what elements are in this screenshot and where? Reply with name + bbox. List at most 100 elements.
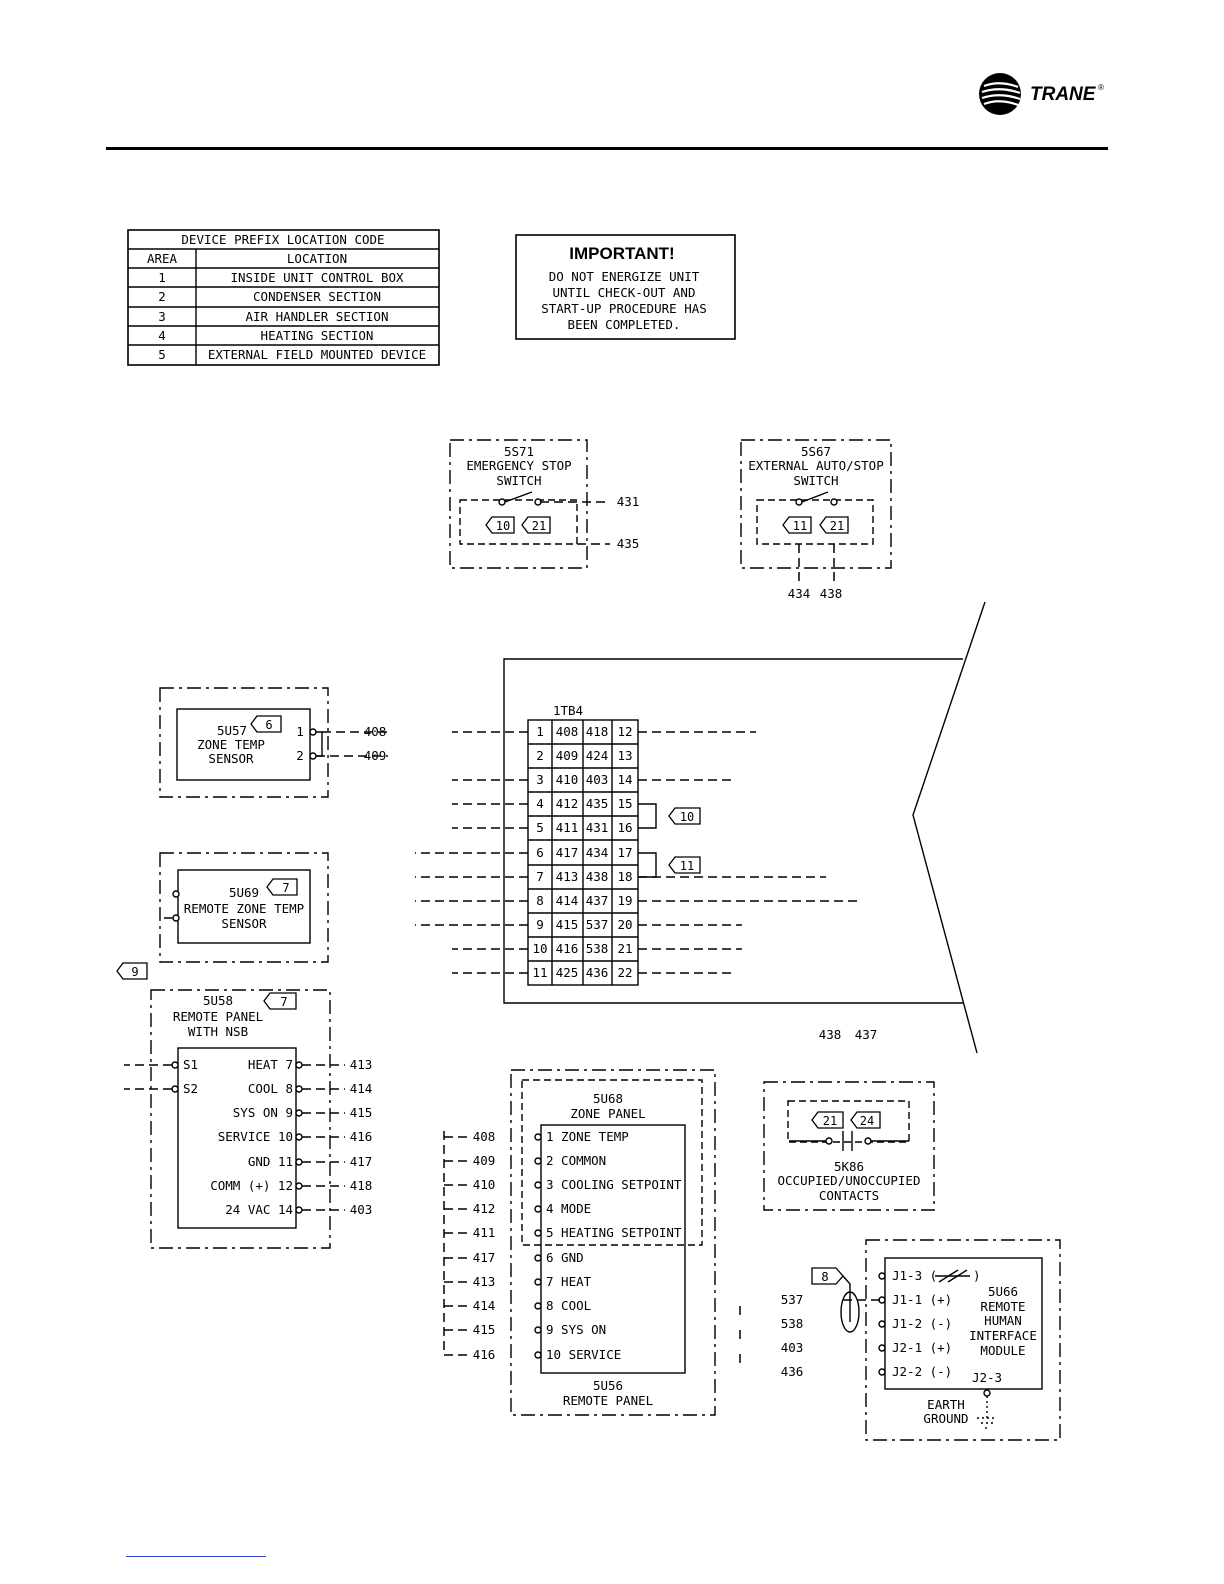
terminal-block-cell: 408 xyxy=(556,724,579,739)
terminal-block-cell: 437 xyxy=(586,893,609,908)
device-label: ZONE TEMP xyxy=(197,737,265,752)
terminal-block-title: 1TB4 xyxy=(553,703,583,718)
device-id: 5U57 xyxy=(217,723,247,738)
zone-temp-sensor-body xyxy=(176,708,311,781)
device-label: REMOTE PANEL xyxy=(173,1009,263,1024)
table-header-location: LOCATION xyxy=(287,251,347,266)
wire-number: 409 xyxy=(473,1153,496,1168)
occupied-contacts-outer xyxy=(763,1081,935,1211)
wire-number: 408 xyxy=(364,724,387,739)
important-line: DO NOT ENERGIZE UNIT xyxy=(549,269,700,284)
table-cell: INSIDE UNIT CONTROL BOX xyxy=(230,270,404,285)
emergency-stop-switch-box xyxy=(449,439,588,569)
terminal-label: J1-1 (+) xyxy=(892,1292,952,1307)
twisted-pair-shield-icon xyxy=(840,1275,860,1333)
table-title: DEVICE PREFIX LOCATION CODE xyxy=(181,232,384,247)
table-cell: AIR HANDLER SECTION xyxy=(246,309,389,324)
important-box xyxy=(515,234,736,340)
terminal-block-cell: 15 xyxy=(617,796,632,811)
terminal-block-cell: 431 xyxy=(586,820,609,835)
terminal-label: HEAT 7 xyxy=(248,1057,293,1072)
device-label: SENSOR xyxy=(221,916,267,931)
wire-number: 409 xyxy=(364,748,387,763)
footer-link-underline xyxy=(126,1556,266,1557)
wire-number: 413 xyxy=(350,1057,373,1072)
terminal-block-cell: 20 xyxy=(617,917,632,932)
terminal-block-cell: 417 xyxy=(556,845,579,860)
device-label: REMOTE PANEL xyxy=(563,1393,653,1408)
terminal-block-cell: 2 xyxy=(536,748,544,763)
device-id: 5K86 xyxy=(834,1159,864,1174)
terminal-label: 8 COOL xyxy=(546,1298,591,1313)
wire-number: 416 xyxy=(350,1129,373,1144)
wire-number: 403 xyxy=(781,1340,804,1355)
terminal-block-cell: 1 xyxy=(536,724,544,739)
device-label: MODULE xyxy=(980,1343,1025,1358)
table-cell: HEATING SECTION xyxy=(261,328,374,343)
flag-label: 8 xyxy=(821,1270,828,1284)
terminal-icon xyxy=(172,890,180,898)
terminal-label: 4 MODE xyxy=(546,1201,591,1216)
table-cell: 3 xyxy=(158,309,166,324)
flag-label: 11 xyxy=(793,519,807,533)
terminal-block-cell: 410 xyxy=(556,772,579,787)
wire-number: 537 xyxy=(781,1292,804,1307)
flag-tags xyxy=(116,516,881,1285)
terminal-label: S2 xyxy=(183,1081,198,1096)
wire-number: 538 xyxy=(781,1316,804,1331)
wire-number: 415 xyxy=(473,1322,496,1337)
contact-symbol-icon xyxy=(825,1131,872,1151)
wire-number: 438 xyxy=(819,1027,842,1042)
terminal-label: GND 11 xyxy=(248,1154,293,1169)
terminal-icon xyxy=(878,1272,991,1397)
human-interface-module-outer xyxy=(865,1239,1061,1441)
device-label: WITH NSB xyxy=(188,1024,248,1039)
device-label: EMERGENCY STOP xyxy=(466,458,571,473)
terminal-block-cell: 418 xyxy=(586,724,609,739)
jumper-17-18 xyxy=(638,852,657,878)
terminal-block-cell: 10 xyxy=(532,941,547,956)
terminal-block-cell: 18 xyxy=(617,869,632,884)
terminal-block-cell: 11 xyxy=(532,965,547,980)
terminal-block-cell: 436 xyxy=(586,965,609,980)
terminal-block-cell: 6 xyxy=(536,845,544,860)
wire-number: 417 xyxy=(473,1250,496,1265)
terminal-block-cell: 3 xyxy=(536,772,544,787)
device-id: 5U69 xyxy=(229,885,259,900)
terminal-block-cell: 415 xyxy=(556,917,579,932)
flag-label: 7 xyxy=(280,995,287,1009)
terminal-label: J2-3 xyxy=(972,1370,1002,1385)
zone-panel-inner xyxy=(521,1079,703,1246)
terminal-label: 1 xyxy=(296,724,304,739)
terminal-block-cell: 403 xyxy=(586,772,609,787)
flag-label: 10 xyxy=(680,810,694,824)
wire-number: 437 xyxy=(855,1027,878,1042)
flag-label: 9 xyxy=(131,965,138,979)
terminal-label: J1-3 ( xyxy=(892,1268,937,1283)
terminal-block-cell: 16 xyxy=(617,820,632,835)
emergency-stop-inner-box xyxy=(459,499,578,545)
terminal-label: J2-1 (+) xyxy=(892,1340,952,1355)
flag-label: 21 xyxy=(823,1114,837,1128)
terminal-block-cell: 17 xyxy=(617,845,632,860)
wire-number: 408 xyxy=(473,1129,496,1144)
terminal-label: 10 SERVICE xyxy=(546,1347,621,1362)
terminal-icon xyxy=(172,914,180,922)
important-title: IMPORTANT! xyxy=(569,244,674,263)
wire-number: 414 xyxy=(350,1081,373,1096)
flag-label: 11 xyxy=(680,859,694,873)
wire-number: 415 xyxy=(350,1105,373,1120)
terminal-block-cell: 434 xyxy=(586,845,609,860)
terminal-block-cell: 538 xyxy=(586,941,609,956)
terminal-block-cell: 416 xyxy=(556,941,579,956)
important-line: BEEN COMPLETED. xyxy=(568,317,681,332)
device-label: REMOTE xyxy=(980,1299,1025,1314)
terminal-label: S1 xyxy=(183,1057,198,1072)
terminal-label: J1-2 (-) xyxy=(892,1316,952,1331)
terminal-label: 7 HEAT xyxy=(546,1274,592,1289)
wire-number: 403 xyxy=(350,1202,373,1217)
wire-number: 411 xyxy=(473,1225,496,1240)
terminal-label: COMM (+) 12 xyxy=(210,1178,293,1193)
